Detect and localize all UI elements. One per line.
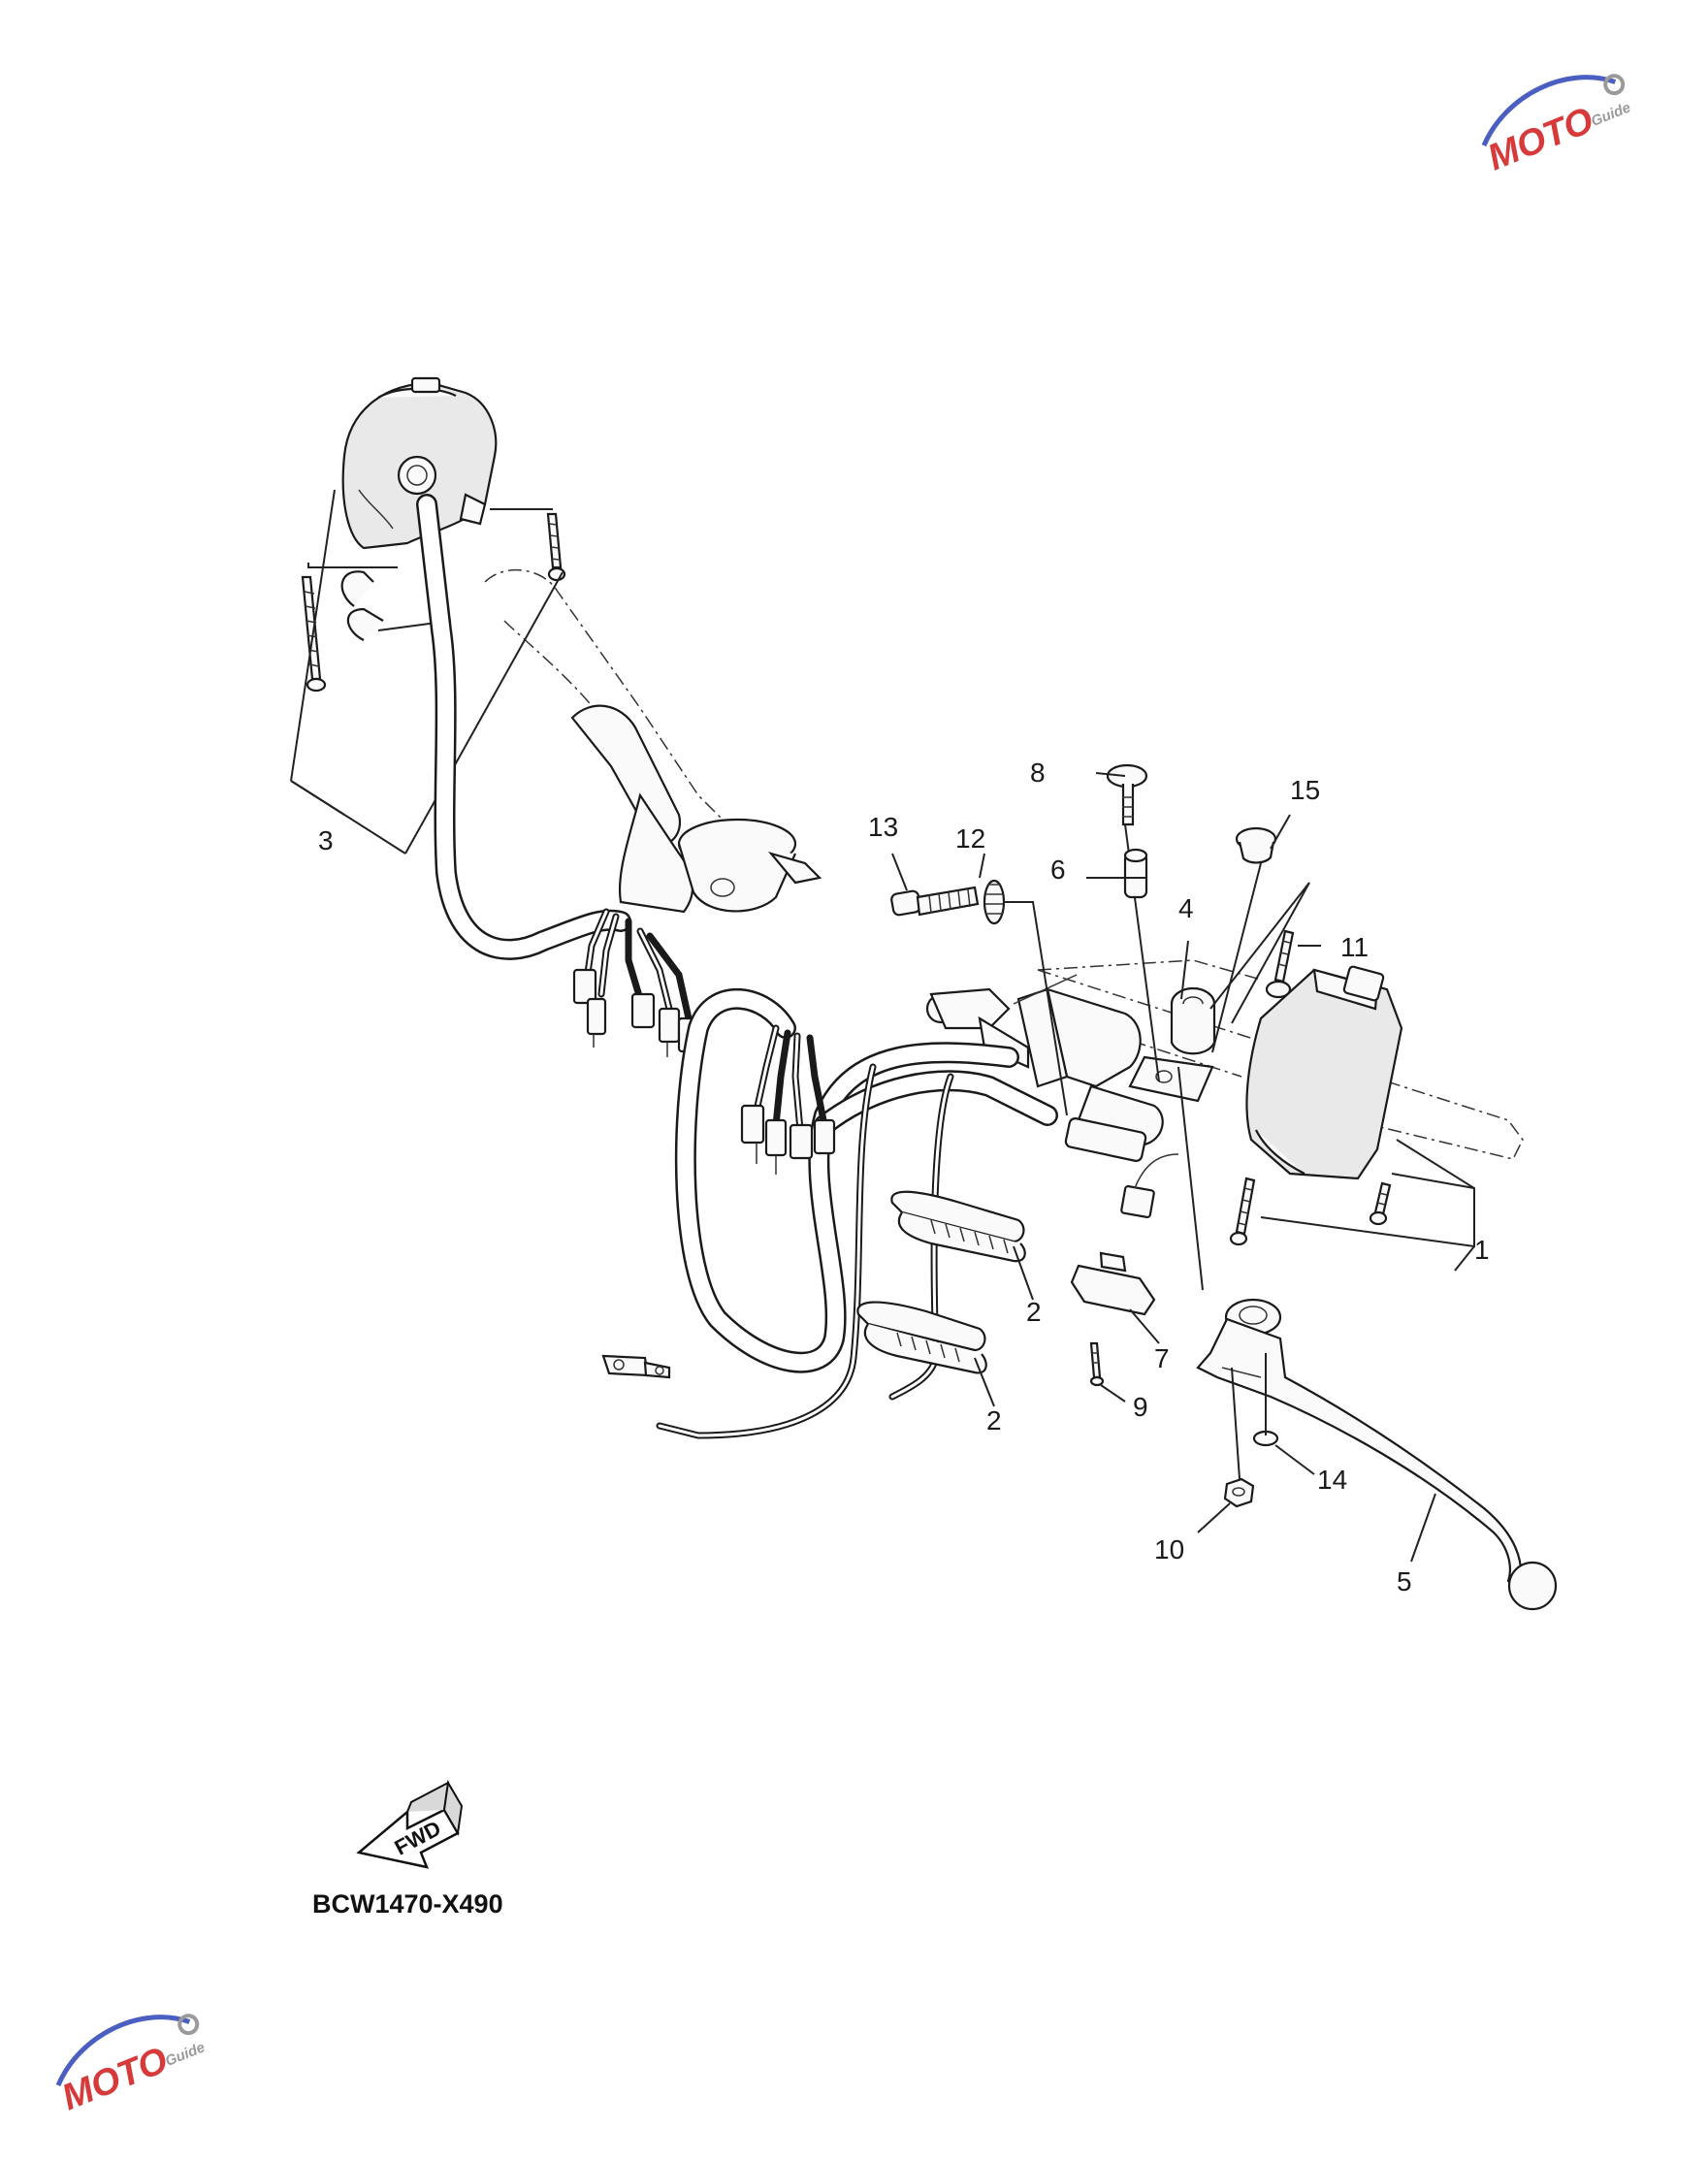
- callout-2-lower: 2: [986, 1405, 1002, 1435]
- watermark-logo-bottom: MOTO Guide: [55, 2014, 208, 2118]
- right-switch-cable: [656, 988, 1058, 1439]
- part-15-cap: [1211, 826, 1277, 1053]
- part-9-screw: [1089, 1341, 1126, 1403]
- callout-15: 15: [1290, 775, 1320, 805]
- part-6-spacer: [1123, 848, 1148, 899]
- callout-6: 6: [1050, 855, 1066, 885]
- right-lever-holder: [1016, 987, 1214, 1162]
- callout-2-upper: 2: [1026, 1297, 1042, 1327]
- left-connector-bundle: [572, 908, 702, 1069]
- left-wire-clamp: [340, 570, 452, 641]
- callout-11: 11: [1340, 932, 1369, 962]
- leader-2: [974, 1245, 1034, 1407]
- callout-12: 12: [955, 823, 985, 854]
- watermark-sub: Guide: [163, 2039, 208, 2070]
- left-grip: [570, 704, 694, 914]
- part-5-brake-lever: [1196, 1298, 1558, 1611]
- callout-10: 10: [1154, 1534, 1184, 1564]
- leader-1: [1260, 1139, 1475, 1272]
- watermark-sub: Guide: [1589, 99, 1633, 130]
- ground-terminal: [601, 1354, 671, 1379]
- part-10-nut: [1197, 1367, 1255, 1533]
- right-switch-screw-short: [1369, 1181, 1392, 1226]
- leader-3: [290, 489, 564, 855]
- callout-7: 7: [1154, 1343, 1170, 1373]
- watermark-brand: MOTO: [56, 2040, 174, 2118]
- part-14-washer: [1252, 1353, 1315, 1475]
- right-connector-bundle: [740, 1024, 836, 1175]
- callout-9: 9: [1133, 1392, 1148, 1422]
- fwd-arrow-icon: FWD: [356, 1780, 464, 1869]
- mount-boss: [1170, 986, 1216, 1055]
- part-13-bolt: [890, 886, 980, 917]
- leader-5: [1410, 1493, 1436, 1563]
- left-clamp: [677, 818, 822, 913]
- part-11-screw: [1209, 882, 1310, 1024]
- left-switch-cable: [416, 494, 631, 960]
- diagram-code: BCW1470-X490: [312, 1889, 503, 1919]
- part-2-band-lower: [856, 1301, 987, 1374]
- leader-4-11: [891, 772, 1321, 1291]
- left-handlebar-outline: [484, 568, 738, 835]
- right-switch-screw-long: [1229, 1177, 1256, 1246]
- callout-4: 4: [1178, 893, 1194, 923]
- callout-5: 5: [1397, 1566, 1412, 1597]
- part-8-cap: [1106, 763, 1160, 1082]
- watermark-brand: MOTO: [1482, 100, 1599, 178]
- watermark-logo-top: MOTO Guide: [1481, 74, 1633, 178]
- left-handlebar-switch: [341, 376, 498, 550]
- part-7-brake-switch: [1070, 1153, 1179, 1344]
- callout-14: 14: [1317, 1465, 1347, 1495]
- part-12-washer: [983, 879, 1068, 1116]
- part-2-band-upper: [890, 1190, 1026, 1263]
- callout-8: 8: [1030, 758, 1046, 788]
- screw-long-right: [546, 512, 566, 582]
- callout-13: 13: [868, 812, 898, 842]
- right-handlebar-switch: [1245, 965, 1403, 1180]
- callout-1: 1: [1474, 1235, 1490, 1265]
- callout-3: 3: [318, 825, 334, 855]
